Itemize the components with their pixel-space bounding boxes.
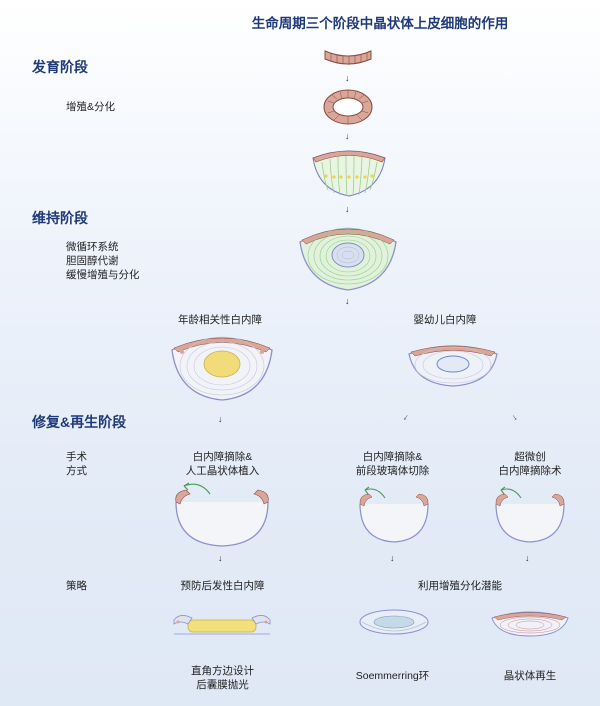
surgery-label-line2: 方式: [66, 465, 87, 477]
mature-lens-illustration: [299, 227, 397, 291]
strategy-label: 策略: [66, 580, 87, 592]
lens-regeneration-illustration: [491, 611, 569, 637]
capsular-bag-minimally-invasive-illustration: [495, 486, 565, 543]
arrow-down-icon: ↓: [218, 414, 223, 424]
arrow-down-icon: ↓: [525, 553, 530, 563]
infant-cataract-label: 婴幼儿白内障: [413, 314, 477, 326]
maintenance-item-3: 缓慢增殖与分化: [66, 269, 140, 281]
strategy-left-label: 预防后发性白内障: [180, 580, 265, 592]
arrow-down-icon: ↓: [218, 553, 223, 563]
surgery-3-line2: 白内障摘除术: [498, 465, 562, 477]
maintenance-item-2: 胆固醇代谢: [66, 255, 119, 267]
arrow-down-icon: ↓: [390, 553, 395, 563]
lens-placode-illustration: [324, 50, 372, 65]
outcome-3-label: 晶状体再生: [503, 670, 557, 682]
outcome-1-line2: 后囊膜抛光: [196, 679, 249, 691]
outcome-1-line1: 直角方边设计: [191, 665, 254, 677]
capsular-bag-iol-illustration: [175, 482, 269, 547]
figure-title: 生命周期三个阶段中晶状体上皮细胞的作用: [251, 16, 509, 31]
arrow-down-left-icon: ↓: [401, 411, 411, 423]
arrow-down-right-icon: ↓: [509, 411, 519, 423]
infant-cataract-illustration: [408, 345, 498, 387]
stage-label-repair: 修复&再生阶段: [32, 414, 127, 430]
surgery-1-line1: 白内障摘除&: [192, 451, 253, 463]
soemmerring-ring-illustration: [359, 609, 429, 635]
arrow-down-icon: ↓: [345, 296, 350, 306]
arrow-down-icon: ↓: [345, 73, 350, 83]
outcome-2-label: Soemmerring环: [355, 670, 430, 682]
lens-vesicle-illustration: [323, 89, 373, 125]
strategy-right-label: 利用增殖分化潜能: [418, 580, 502, 592]
maintenance-item-1: 微循环系统: [66, 241, 119, 253]
age-related-cataract-label: 年龄相关性白内障: [178, 314, 262, 326]
arrow-down-icon: ↓: [345, 131, 350, 141]
age-related-cataract-illustration: [171, 336, 273, 401]
primary-fiber-lens-illustration: [312, 150, 386, 197]
surgery-label-line1: 手术: [66, 451, 87, 463]
capsular-bag-vitrectomy-illustration: [359, 486, 429, 543]
development-item: 增殖&分化: [66, 101, 116, 113]
square-edge-iol-illustration: [173, 615, 271, 635]
surgery-2-line2: 前段玻璃体切除: [355, 465, 430, 477]
surgery-3-line1: 超微创: [514, 451, 546, 463]
stage-label-maintenance: 维持阶段: [32, 210, 88, 226]
stage-label-development: 发育阶段: [32, 59, 88, 75]
surgery-2-line1: 白内障摘除&: [362, 451, 423, 463]
arrow-down-icon: ↓: [345, 204, 350, 214]
surgery-1-line2: 人工晶状体植入: [185, 465, 260, 477]
